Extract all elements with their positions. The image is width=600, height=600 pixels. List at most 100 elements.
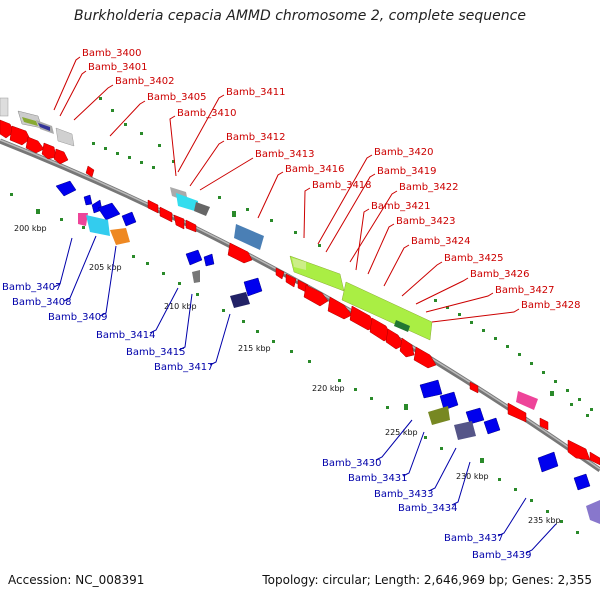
gene-label[interactable]: Bamb_3407 [2,282,62,293]
gene-label[interactable]: Bamb_3405 [147,92,207,103]
reverse-label-leaders [53,235,557,554]
gene-arrow [567,439,591,461]
forward-strand-genes [0,119,600,466]
reverse-strand-colored-genes [78,213,600,524]
gc-dot-track-outer [92,97,593,417]
gene-label[interactable]: Bamb_3418 [312,180,372,191]
gene-arrow [327,296,353,320]
gene-box [234,224,264,250]
map-title: Burkholderia cepacia AMMD chromosome 2, … [74,8,526,24]
gene-label[interactable]: Bamb_3428 [521,300,581,311]
gene-label[interactable]: Bamb_3412 [226,132,286,143]
gene-box [38,123,50,131]
forward-strand-colored-genes [0,97,538,410]
accession-text: Accession: NC_008391 [8,573,145,587]
gene-label[interactable]: Bamb_3439 [472,550,532,561]
tick-label: 220 kbp [312,384,345,393]
tick-label: 200 kbp [14,224,47,233]
gene-label[interactable]: Bamb_3427 [495,285,555,296]
gene-label[interactable]: Bamb_3408 [12,297,72,308]
chromosome-backbone [0,138,600,473]
gene-box [78,213,88,226]
gene-arrow [53,148,69,165]
gene-box [394,320,410,332]
gene-arrow [97,202,121,221]
gene-box [341,281,433,341]
gene-box [194,202,210,216]
gene-label[interactable]: Bamb_3430 [322,458,382,469]
gene-arrow [439,391,459,411]
gene-label[interactable]: Bamb_3401 [88,62,148,73]
gene-arrow [469,381,479,394]
gene-box [230,292,250,308]
gene-arrow [185,249,203,266]
chromosome-backbone-highlight [0,139,600,470]
gene-arrow [465,407,485,425]
gene-arrow [83,194,93,206]
gene-label[interactable]: Bamb_3431 [348,473,408,484]
gene-arrow [507,402,527,423]
gene-arrow [413,346,437,369]
gene-arrow [303,284,329,307]
gene-arrow [537,451,559,473]
gene-arrow [55,180,77,197]
gene-label[interactable]: Bamb_3414 [96,330,156,341]
gene-arrow [9,125,31,146]
gene-arrow [419,379,443,399]
gene-label[interactable]: Bamb_3434 [398,503,458,514]
gene-label[interactable]: Bamb_3413 [255,149,315,160]
gene-arrow [285,273,297,288]
reverse-strand-genes [55,180,591,491]
tick-label: 235 kbp [528,516,561,525]
gene-arrow [589,451,600,466]
gene-label[interactable]: Bamb_3402 [115,76,175,87]
gene-label[interactable]: Bamb_3424 [411,236,471,247]
gene-label[interactable]: Bamb_3422 [399,182,459,193]
gene-label[interactable]: Bamb_3437 [444,533,504,544]
gene-label[interactable]: Bamb_3415 [126,347,186,358]
gene-box [192,270,200,283]
gene-box [55,127,75,147]
gene-label[interactable]: Bamb_3410 [177,108,237,119]
gene-box [86,215,110,236]
gene-label[interactable]: Bamb_3421 [371,201,431,212]
tick-label: 205 kbp [89,263,122,272]
gene-box [428,406,450,425]
gene-arrow [121,211,137,227]
gene-arrow [0,119,15,139]
gene-arrow [185,219,197,233]
gene-label[interactable]: Bamb_3433 [374,489,434,500]
gene-box [22,117,38,126]
gene-box [586,500,600,524]
gene-label[interactable]: Bamb_3419 [377,166,437,177]
gene-label[interactable]: Bamb_3417 [154,362,214,373]
tick-label: 230 kbp [456,472,489,481]
gene-label[interactable]: Bamb_3426 [470,269,530,280]
gene-arrow [85,165,95,178]
topology-text: Topology: circular; Length: 2,646,969 bp… [262,573,592,587]
gene-arrow [25,136,45,154]
gene-label[interactable]: Bamb_3409 [48,312,108,323]
gene-arrow [203,253,215,267]
gene-label[interactable]: Bamb_3423 [396,216,456,227]
gene-label[interactable]: Bamb_3420 [374,147,434,158]
gene-label[interactable]: Bamb_3425 [444,253,504,264]
gene-box [176,193,198,212]
gene-box [454,421,476,440]
gene-arrow [275,267,285,280]
gene-label[interactable]: Bamb_3411 [226,87,286,98]
gene-box [292,258,306,270]
gene-label[interactable]: Bamb_3416 [285,164,345,175]
gene-arrow [385,328,405,350]
reverse-gene-labels: Bamb_3407 Bamb_3408 Bamb_3409 Bamb_3414 … [2,282,532,561]
gc-dot-track-inner [10,193,579,534]
gene-arrow [573,473,591,491]
gene-arrow [399,337,415,358]
tick-label: 210 kbp [164,302,197,311]
forward-gene-labels: Bamb_3400 Bamb_3401 Bamb_3402 Bamb_3405 … [82,48,581,311]
gene-arrow [41,142,57,160]
tick-label: 215 kbp [238,344,271,353]
gene-label[interactable]: Bamb_3400 [82,48,142,59]
